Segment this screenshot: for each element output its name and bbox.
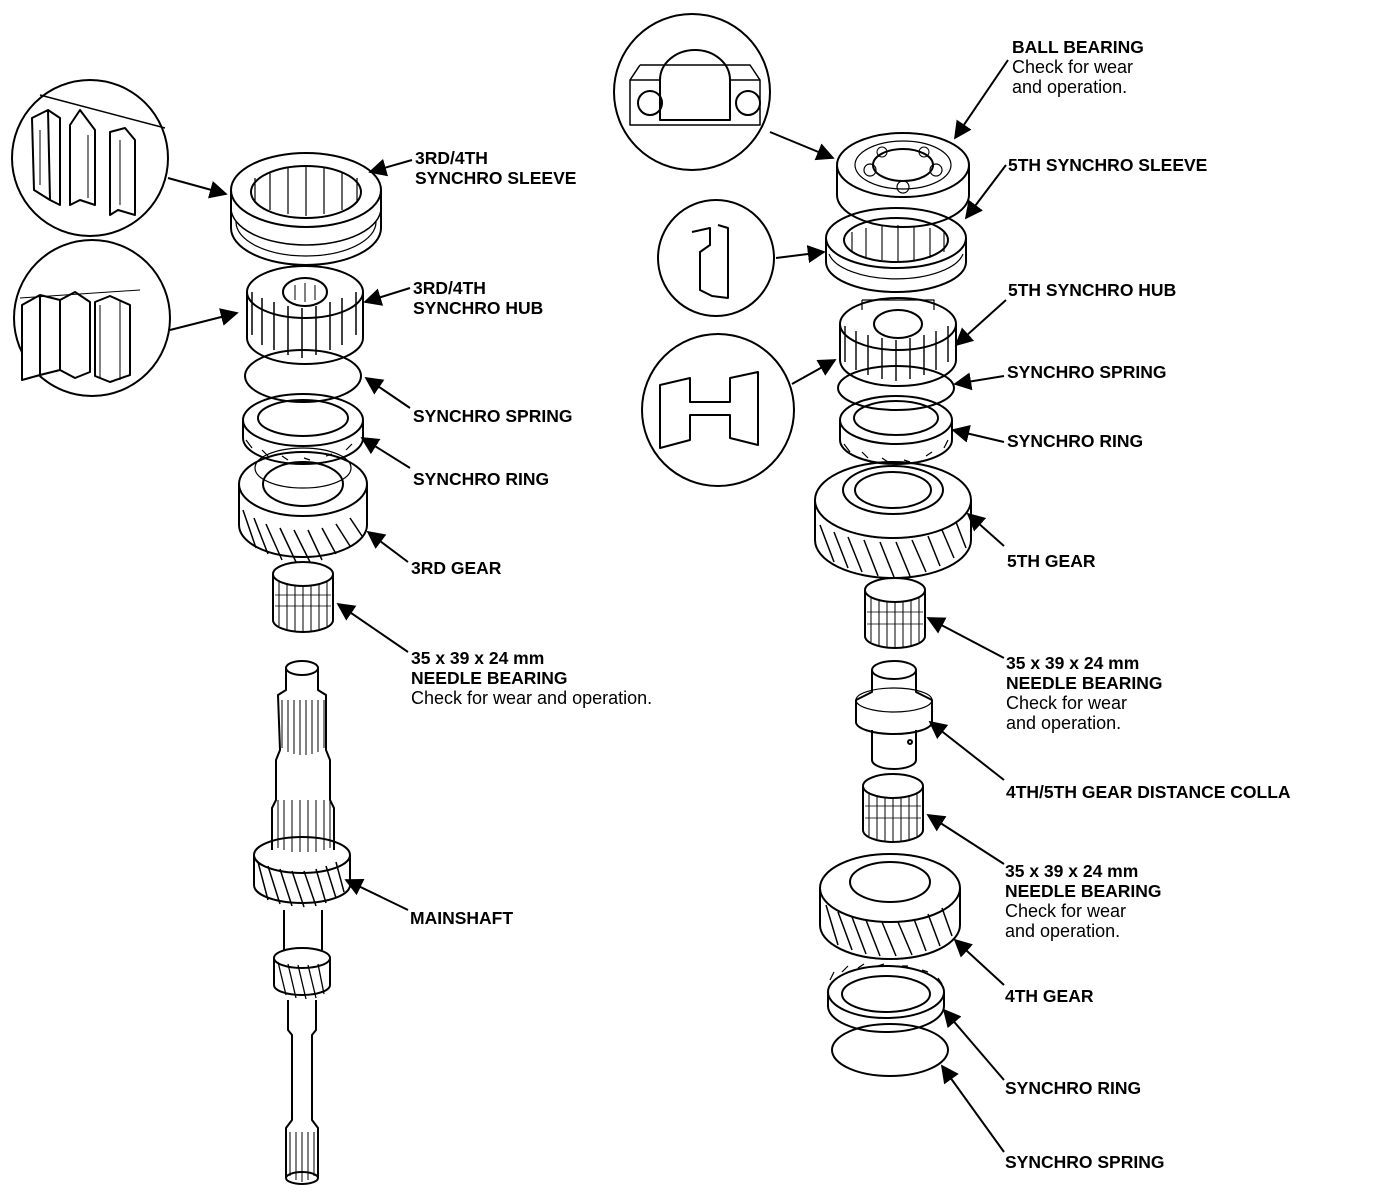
label-line: Check for wear <box>1006 693 1128 713</box>
label-synchro-ring-left: SYNCHRO RING <box>413 469 549 489</box>
ball-bearing-part <box>836 132 970 228</box>
label-line: SYNCHRO RING <box>413 469 550 489</box>
label-line: NEEDLE BEARING <box>1005 881 1162 901</box>
synchro-spring-left-part <box>244 349 362 403</box>
detail-circle-ball-bearing <box>613 13 771 171</box>
label-line: 3RD GEAR <box>411 558 502 578</box>
label-line: NEEDLE BEARING <box>1006 673 1163 693</box>
label-line: MAINSHAFT <box>410 908 514 928</box>
label-synchro-spring-right-upper: SYNCHRO SPRING <box>1007 362 1166 382</box>
label-synchro-sleeve-34: 3RD/4TH SYNCHRO SLEEVE <box>415 148 576 188</box>
synchro-ring-left-part <box>242 393 364 465</box>
label-synchro-ring-right-upper: SYNCHRO RING <box>1007 431 1143 451</box>
label-third-gear: 3RD GEAR <box>411 558 501 578</box>
synchro-hub-5-part <box>839 297 957 387</box>
label-mainshaft: MAINSHAFT <box>410 908 513 928</box>
detail-circle-sleeve-profile <box>657 199 775 317</box>
detail-circle-hub-profile <box>641 333 795 487</box>
label-needle-bearing-right-upper: 35 x 39 x 24 mm NEEDLE BEARING Check for… <box>1006 653 1163 733</box>
label-line: 5TH SYNCHRO SLEEVE <box>1008 155 1208 175</box>
synchro-sleeve-5-part <box>825 207 967 293</box>
label-line: and operation. <box>1012 77 1128 97</box>
label-distance-collar: 4TH/5TH GEAR DISTANCE COLLA <box>1006 782 1291 802</box>
label-line: 4TH GEAR <box>1005 986 1094 1006</box>
label-line: and operation. <box>1005 921 1121 941</box>
synchro-ring-right-upper-part <box>839 395 953 465</box>
label-line: SYNCHRO RING <box>1007 431 1144 451</box>
label-line: SYNCHRO SPRING <box>1007 362 1167 382</box>
label-line: NEEDLE BEARING <box>411 668 568 688</box>
label-needle-bearing-right-lower: 35 x 39 x 24 mm NEEDLE BEARING Check for… <box>1005 861 1162 941</box>
label-line: 5TH GEAR <box>1007 551 1096 571</box>
label-line: Check for wear <box>1012 57 1134 77</box>
label-ball-bearing: BALL BEARING Check for wear and operatio… <box>1012 37 1144 97</box>
label-line: 3RD/4TH <box>413 278 486 298</box>
label-line: SYNCHRO SLEEVE <box>415 168 577 188</box>
label-line: Check for wear <box>1005 901 1127 921</box>
synchro-hub-34 <box>246 265 364 365</box>
detail-circle-hub-teeth <box>13 239 171 397</box>
label-line: 35 x 39 x 24 mm <box>1005 861 1139 881</box>
label-line: SYNCHRO HUB <box>413 298 544 318</box>
label-synchro-spring-right-lower: SYNCHRO SPRING <box>1005 1152 1164 1172</box>
detail-circle-sleeve-teeth <box>11 79 169 237</box>
label-synchro-hub-34: 3RD/4TH SYNCHRO HUB <box>413 278 543 318</box>
label-synchro-hub-5: 5TH SYNCHRO HUB <box>1008 280 1176 300</box>
synchro-ring-right-lower-part <box>827 963 945 1033</box>
fifth-gear <box>814 461 972 579</box>
needle-bearing-right-upper-part <box>864 577 926 649</box>
mainshaft-part <box>253 660 351 1185</box>
synchro-sleeve-34 <box>230 152 382 266</box>
label-line: SYNCHRO RING <box>1005 1078 1142 1098</box>
label-line: BALL BEARING <box>1012 37 1144 57</box>
third-gear <box>238 447 368 563</box>
label-synchro-sleeve-5: 5TH SYNCHRO SLEEVE <box>1008 155 1207 175</box>
label-line: 35 x 39 x 24 mm <box>411 648 545 668</box>
needle-bearing-left-part <box>272 561 334 633</box>
needle-bearing-right-lower-part <box>862 773 924 843</box>
label-line: 3RD/4TH <box>415 148 488 168</box>
distance-collar-part <box>855 660 933 770</box>
label-line: SYNCHRO SPRING <box>413 406 573 426</box>
label-line: SYNCHRO SPRING <box>1005 1152 1165 1172</box>
label-line: Check for wear and operation. <box>411 688 653 708</box>
label-line: 35 x 39 x 24 mm <box>1006 653 1140 673</box>
label-line: 5TH SYNCHRO HUB <box>1008 280 1177 300</box>
label-line: and operation. <box>1006 713 1122 733</box>
label-synchro-ring-right-lower: SYNCHRO RING <box>1005 1078 1141 1098</box>
fourth-gear <box>819 853 961 960</box>
label-fourth-gear: 4TH GEAR <box>1005 986 1093 1006</box>
label-fifth-gear: 5TH GEAR <box>1007 551 1095 571</box>
label-synchro-spring-left: SYNCHRO SPRING <box>413 406 572 426</box>
label-needle-bearing-left: 35 x 39 x 24 mm NEEDLE BEARING Check for… <box>411 648 652 708</box>
synchro-spring-right-lower-part <box>831 1023 949 1077</box>
label-line: 4TH/5TH GEAR DISTANCE COLLA <box>1006 782 1291 802</box>
